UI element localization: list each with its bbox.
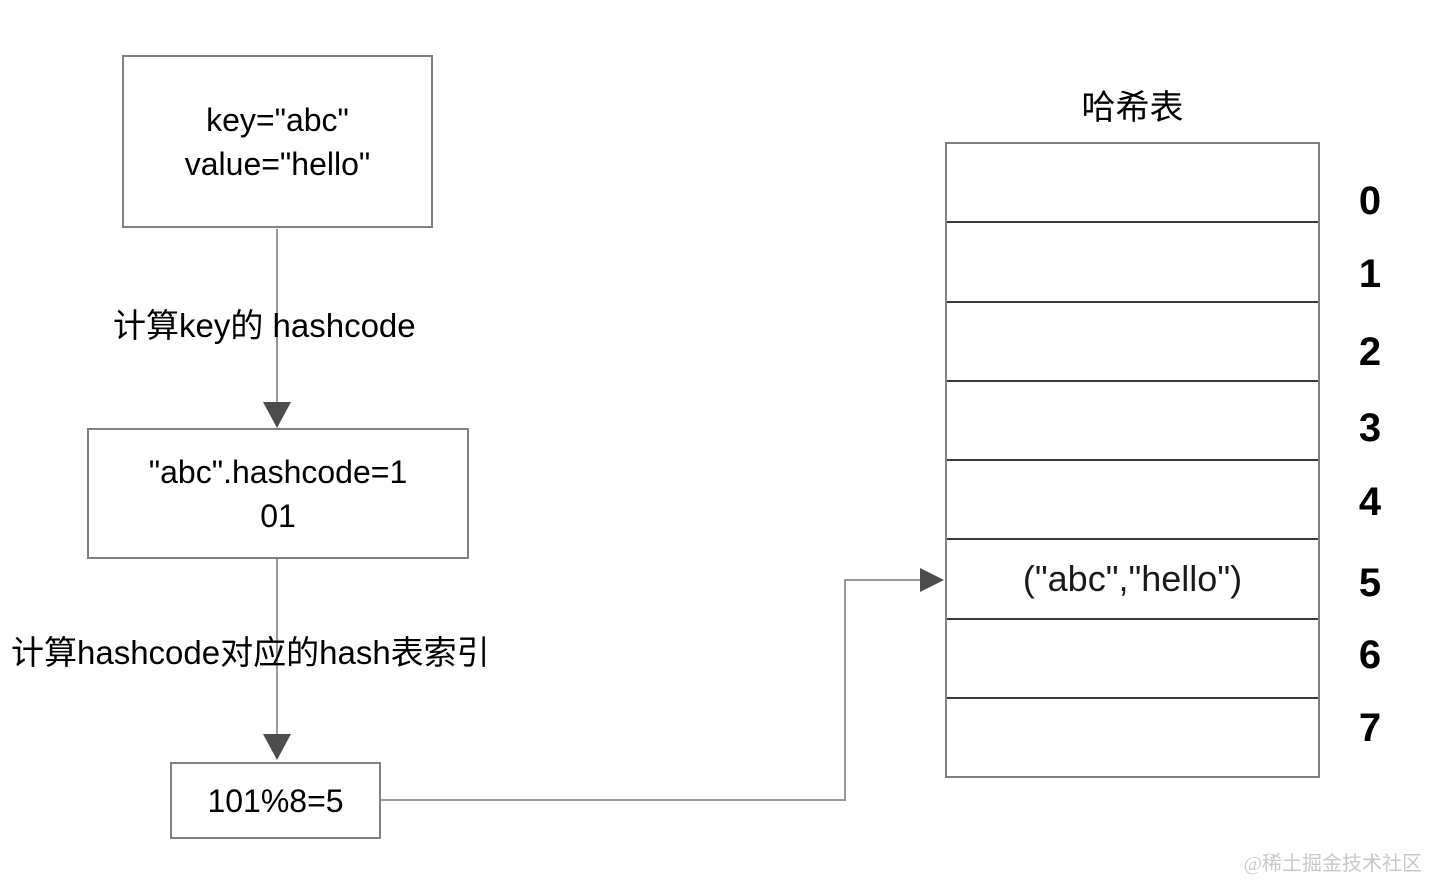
table-row (947, 461, 1318, 541)
connector-horizontal-top (846, 579, 920, 581)
key-value-line1: key="abc" (206, 101, 349, 138)
connector-horizontal-bottom (381, 799, 846, 801)
table-row (947, 303, 1318, 382)
table-row (947, 382, 1318, 461)
hash-table-title: 哈希表 (1081, 89, 1184, 127)
arrow-line-step1 (276, 229, 278, 405)
step1-label: 计算key的 hashcode (113, 307, 416, 344)
arrow-line-step2 (276, 559, 278, 737)
row-index-label: 7 (1358, 705, 1382, 750)
hashcode-box: "abc".hashcode=1 01 (87, 428, 469, 559)
hashcode-line1: "abc".hashcode=1 (148, 453, 408, 490)
row-index-label: 1 (1358, 251, 1382, 296)
watermark: @稀土掘金技术社区 (1243, 853, 1422, 875)
row-index-label: 0 (1358, 179, 1382, 224)
arrow-down-icon (263, 402, 291, 428)
row-index-label: 3 (1358, 405, 1382, 450)
table-cell-value: ("abc","hello") (1022, 557, 1243, 599)
key-value-line2: value="hello" (184, 145, 371, 182)
slot-index-column: 0 1 2 3 4 5 6 7 (1340, 142, 1400, 778)
arrow-down-icon (263, 734, 291, 760)
index-box: 101%8=5 (170, 762, 381, 839)
row-index-label: 4 (1358, 480, 1382, 525)
arrow-right-icon (920, 568, 944, 592)
key-value-box: key="abc" value="hello" (122, 55, 433, 228)
table-row (947, 699, 1318, 776)
table-row (947, 620, 1318, 699)
row-index-label: 2 (1358, 330, 1382, 375)
table-row (947, 223, 1318, 303)
row-index-label: 6 (1358, 633, 1382, 678)
step2-label: 计算hashcode对应的hash表索引 (11, 634, 490, 671)
connector-vertical (844, 579, 846, 801)
index-box-text: 101%8=5 (207, 782, 344, 819)
table-row (947, 144, 1318, 224)
table-row: ("abc","hello") (947, 540, 1318, 620)
hashcode-line2: 01 (260, 497, 296, 534)
row-index-label: 5 (1358, 560, 1382, 605)
hash-table: ("abc","hello") (945, 142, 1320, 778)
